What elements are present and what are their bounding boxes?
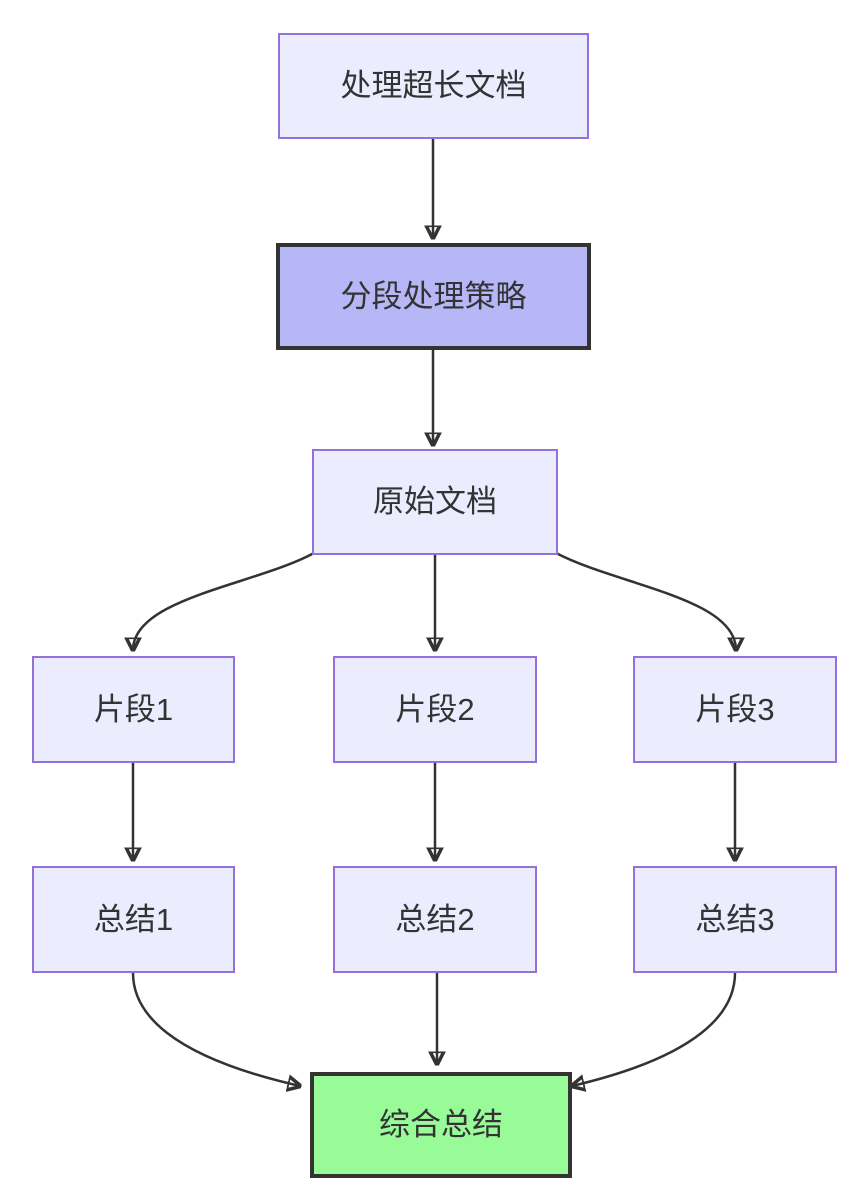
- node-sum1-label: 总结1: [93, 901, 174, 937]
- edge-sum3-to-final: [572, 972, 737, 1086]
- node-sum2-label: 总结2: [395, 901, 475, 937]
- node-final-label: 综合总结: [379, 1107, 503, 1143]
- node-chunk3-label: 片段3: [695, 691, 775, 727]
- node-chunk2-label: 片段2: [395, 691, 475, 727]
- node-sum1: 总结1: [32, 866, 235, 973]
- node-chunk1-label: 片段1: [93, 691, 174, 727]
- node-sum3-label: 总结3: [695, 901, 775, 937]
- node-final: 综合总结: [310, 1072, 572, 1178]
- edge-original-to-chunk1: [133, 551, 315, 650]
- node-original-label: 原始文档: [373, 484, 497, 520]
- edge-original-to-chunk3: [555, 551, 736, 650]
- node-chunk2: 片段2: [333, 656, 537, 763]
- node-chunk1: 片段1: [32, 656, 235, 763]
- node-chunk3: 片段3: [633, 656, 837, 763]
- edge-sum1-to-final: [131, 972, 300, 1086]
- node-doc-label: 处理超长文档: [340, 68, 527, 104]
- node-doc: 处理超长文档: [278, 33, 589, 139]
- node-strategy-label: 分段处理策略: [340, 278, 527, 314]
- node-original: 原始文档: [312, 449, 558, 555]
- node-sum2: 总结2: [333, 866, 537, 973]
- node-strategy: 分段处理策略: [276, 243, 591, 350]
- node-sum3: 总结3: [633, 866, 837, 973]
